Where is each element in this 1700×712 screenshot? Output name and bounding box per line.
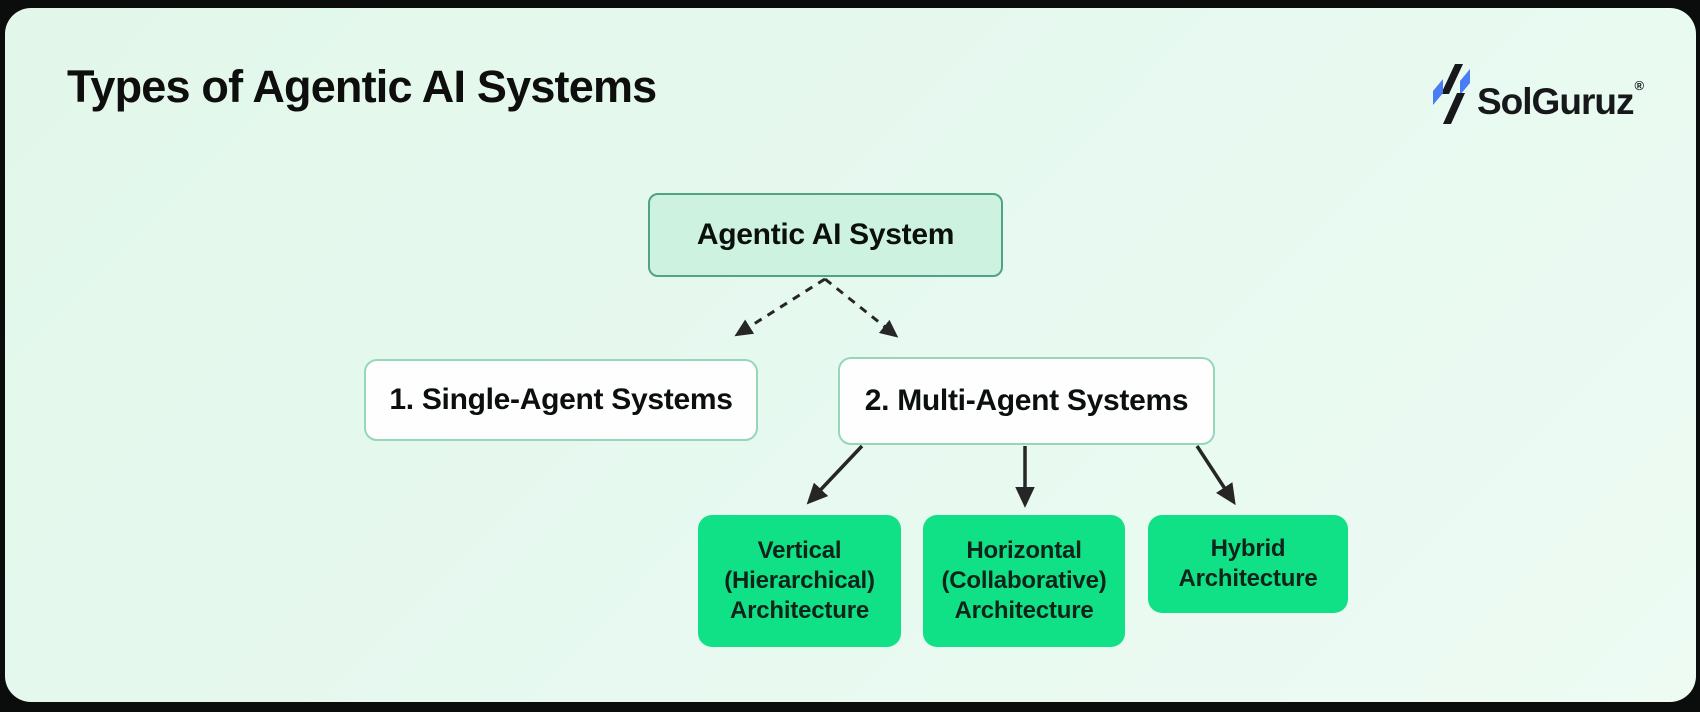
node-multi-agent-systems: 2. Multi-Agent Systems — [838, 357, 1215, 445]
brand-logo: SolGuruz® — [1433, 56, 1644, 132]
node-label: Hybrid Architecture — [1178, 535, 1318, 592]
edge-root-to-single-agent — [734, 277, 826, 337]
node-single-agent-systems: 1. Single-Agent Systems — [364, 359, 758, 441]
edge-root-to-multi-agent — [824, 277, 899, 338]
node-agentic-ai-system: Agentic AI System — [648, 193, 1003, 277]
edge-multi-to-vertical — [806, 444, 864, 505]
page-title: Types of Agentic AI Systems — [67, 61, 657, 112]
node-label: Vertical (Hierarchical) Architecture — [724, 537, 875, 624]
brand-name: SolGuruz® — [1477, 78, 1644, 122]
infographic-panel: Types of Agentic AI Systems SolGuruz® — [5, 8, 1696, 702]
solguruz-bolt-icon — [1433, 64, 1470, 124]
node-vertical-architecture: Vertical (Hierarchical) Architecture — [698, 515, 901, 647]
edge-multi-to-hybrid — [1195, 445, 1236, 506]
node-hybrid-architecture: Hybrid Architecture — [1148, 515, 1348, 613]
registered-trademark-symbol: ® — [1634, 78, 1644, 93]
node-label: Horizontal (Collaborative) Architecture — [941, 537, 1107, 624]
node-horizontal-architecture: Horizontal (Collaborative) Architecture — [923, 515, 1125, 647]
